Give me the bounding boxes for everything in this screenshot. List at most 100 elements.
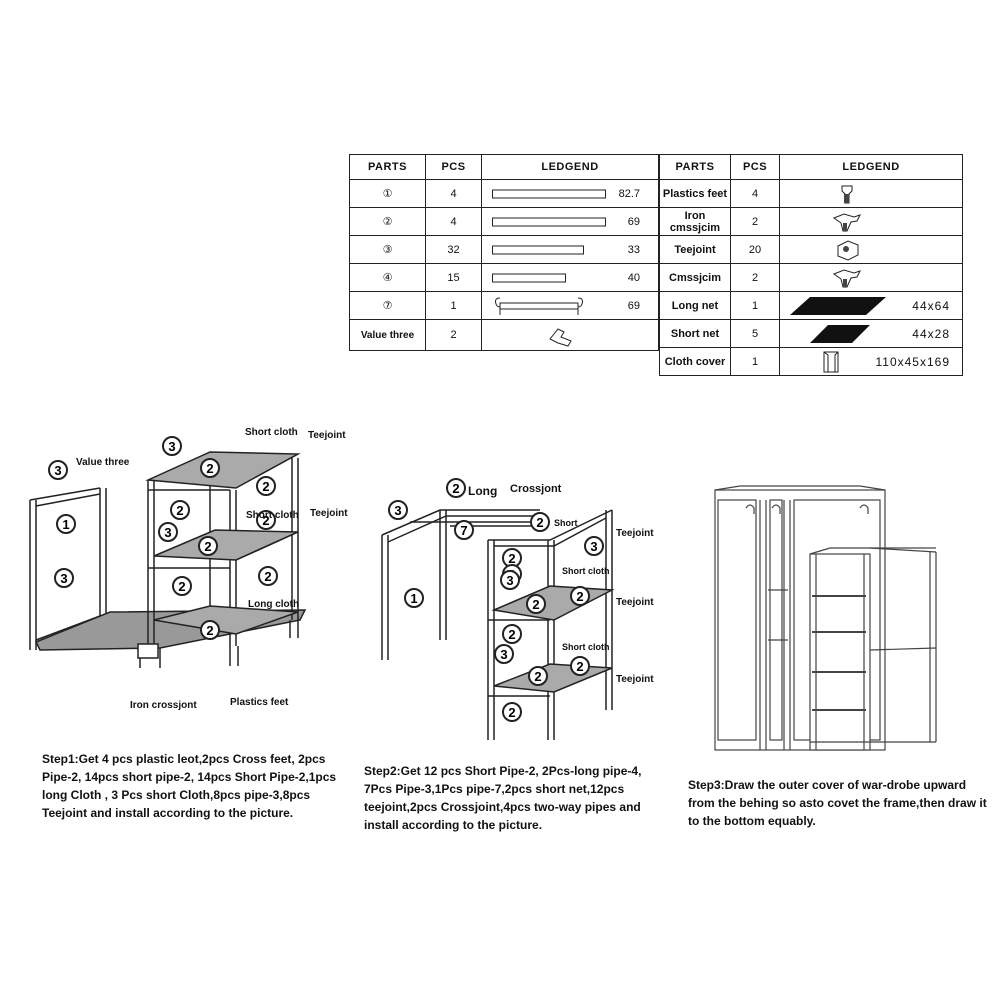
callout-number: 7	[460, 523, 467, 538]
hanger-rod-icon	[495, 297, 583, 315]
table-row: Plastics feet 4	[659, 179, 963, 208]
callout-number: 2	[262, 513, 269, 528]
callout-number: 2	[576, 589, 583, 604]
part-legend: 40	[481, 263, 659, 292]
part-pcs: 2	[730, 263, 780, 292]
callout-number: 2	[264, 569, 271, 584]
part-legend: 44x64	[779, 291, 963, 320]
label-plastics-feet: Plastics feet	[230, 697, 289, 708]
label-teejoint: Teejoint	[616, 674, 654, 685]
part-pcs: 2	[730, 207, 780, 236]
cloth-cover-icon	[823, 351, 839, 373]
part-pcs: 1	[730, 347, 780, 376]
part-legend	[779, 207, 963, 236]
part-legend	[779, 179, 963, 208]
part-name: Cmssjcim	[659, 263, 731, 292]
table-row: ② 4 69	[349, 207, 659, 236]
cover-dimensions: 110x45x169	[875, 354, 950, 369]
net-dimensions: 44x64	[912, 298, 950, 313]
part-id: ⑦	[349, 291, 426, 320]
part-id: ④	[349, 263, 426, 292]
short-net-icon	[810, 325, 870, 343]
long-net-icon	[790, 297, 886, 315]
parts-table-left: PARTS PCS LEDGEND ① 4 82.7 ② 4 69 ③ 32 3…	[349, 154, 659, 351]
part-pcs: 1	[425, 291, 482, 320]
pipe-bar-icon	[492, 217, 606, 226]
part-length: 40	[627, 271, 640, 284]
part-pcs: 4	[425, 207, 482, 236]
part-pcs: 5	[730, 319, 780, 348]
net-dimensions: 44x28	[912, 326, 950, 341]
part-legend	[779, 235, 963, 264]
part-pcs: 15	[425, 263, 482, 292]
part-legend: 69	[481, 207, 659, 236]
part-legend: 82.7	[481, 179, 659, 208]
label-short-cloth: Short cloth	[246, 510, 299, 521]
table-row: Cloth cover 1 110x45x169	[659, 347, 963, 376]
callout-number: 2	[204, 539, 211, 554]
label-short-cloth: Short cloth	[562, 642, 610, 652]
callout-number: 2	[176, 503, 183, 518]
callout-number: 3	[54, 463, 61, 478]
part-pcs: 2	[425, 319, 482, 351]
part-pcs: 4	[730, 179, 780, 208]
part-id: ②	[349, 207, 426, 236]
pipe-bar-icon	[492, 189, 606, 198]
label-short-cloth: Short cloth	[245, 427, 298, 438]
callout-number: 3	[590, 539, 597, 554]
table-row: ⑦ 1 69	[349, 291, 659, 320]
pipe-bar-icon	[492, 245, 584, 254]
label-long: Long	[468, 484, 497, 498]
part-legend: 44x28	[779, 319, 963, 348]
part-id: ③	[349, 235, 426, 264]
part-name: Cloth cover	[659, 347, 731, 376]
step2-instructions: Step2:Get 12 pcs Short Pipe-2, 2Pcs-long…	[364, 764, 642, 832]
callout-number: 2	[532, 597, 539, 612]
step2-assembly-diagram: 3 2 7 1 2 3 2 2 3 2 2 2 3 2 2 2 Long Cro…	[381, 478, 654, 740]
part-legend	[779, 263, 963, 292]
callout-number: 3	[60, 571, 67, 586]
callout-number: 2	[576, 659, 583, 674]
part-length: 33	[627, 243, 640, 256]
header-parts: PARTS	[659, 154, 731, 180]
value-joint-icon	[549, 328, 572, 347]
header-pcs: PCS	[730, 154, 780, 180]
callout-number: 3	[394, 503, 401, 518]
callout-number: 2	[206, 461, 213, 476]
table-row: Teejoint 20	[659, 235, 963, 264]
label-iron-crossjont: Iron crossjont	[130, 700, 197, 711]
header-parts: PARTS	[349, 154, 426, 180]
callout-number: 2	[262, 479, 269, 494]
table-row: Cmssjcim 2	[659, 263, 963, 292]
step1-assembly-diagram: 3 1 3 3 2 2 2 3 2 2 2 2 2 Value three Sh…	[29, 427, 348, 711]
label-crossjont: Crossjont	[510, 483, 562, 495]
pipe-bar-icon	[492, 273, 566, 282]
callout-number: 2	[508, 551, 515, 566]
part-name: Plastics feet	[659, 179, 731, 208]
iron-crossjoint-icon	[832, 213, 861, 232]
table-row: ① 4 82.7	[349, 179, 659, 208]
parts-table-right: PARTS PCS LEDGEND Plastics feet 4 Iron c…	[659, 154, 963, 376]
teejoint-icon	[837, 240, 859, 261]
part-length: 82.7	[618, 187, 640, 200]
table-row: Value three 2	[349, 319, 659, 351]
label-value-three: Value three	[76, 457, 130, 468]
part-length: 69	[627, 215, 640, 228]
callout-number: 2	[508, 705, 515, 720]
part-name: Long net	[659, 291, 731, 320]
step3-wardrobe-diagram	[714, 485, 937, 751]
table-row: Iron cmssjcim 2	[659, 207, 963, 236]
part-legend	[481, 319, 659, 351]
table-row: Long net 1 44x64	[659, 291, 963, 320]
callout-number: 3	[164, 525, 171, 540]
callout-number: 1	[410, 591, 417, 606]
callout-number: 2	[452, 481, 459, 496]
crossjoint-icon	[832, 269, 861, 288]
callout-number: 3	[168, 439, 175, 454]
table-row: ④ 15 40	[349, 263, 659, 292]
part-length: 69	[627, 299, 640, 312]
label-teejoint: Teejoint	[616, 528, 654, 539]
part-id: ①	[349, 179, 426, 208]
part-pcs: 4	[425, 179, 482, 208]
label-teejoint: Teejoint	[310, 508, 348, 519]
